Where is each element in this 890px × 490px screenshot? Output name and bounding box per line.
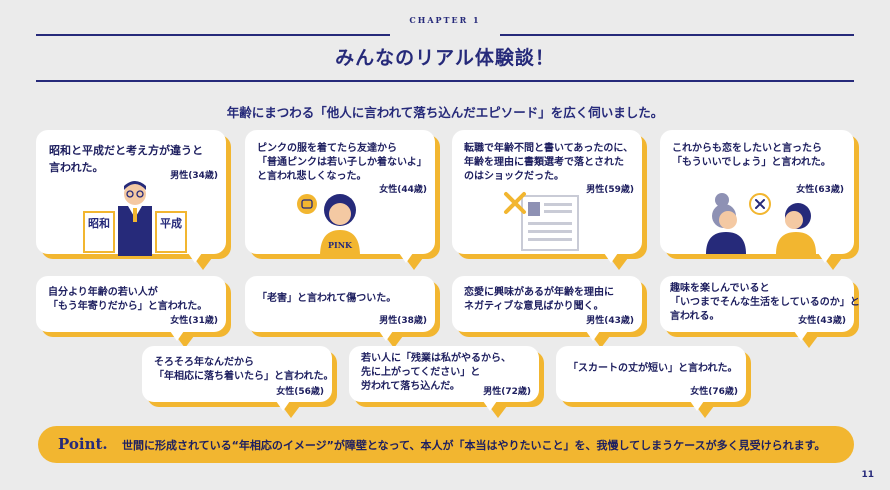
episode-text: と言われ悲しくなった。 xyxy=(257,171,367,182)
chapter-label: CHAPTER 1 xyxy=(409,15,481,25)
episode-author: 女性(56歳) xyxy=(276,387,324,397)
episode-text: 先に上がってください」と xyxy=(361,367,481,378)
episode-card: 趣味を楽しんでいると 「いつまでそんな生活をしているのか」と 言われる。 女性(… xyxy=(660,276,860,348)
sign-left-text: 昭和 xyxy=(88,217,110,230)
episode-author: 女性(44歳) xyxy=(379,185,427,195)
rejected-resume-illustration xyxy=(504,192,579,251)
episode-card: 転職で年齢不問と書いてあったのに、 年齢を理由に書類選考で落とされた のはショッ… xyxy=(452,130,647,270)
episode-text: 言われる。 xyxy=(670,311,720,322)
header-rule-right-top xyxy=(500,34,854,36)
episode-text: これからも恋をしたいと言ったら xyxy=(672,143,822,154)
page-subtitle: 年齢にまつわる「他人に言われて落ち込んだエピソード」を広く伺いました。 xyxy=(226,105,664,120)
episode-text: 転職で年齢不問と書いてあったのに、 xyxy=(464,143,634,154)
episode-card: そろそろ年なんだから 「年相応に落ち着いたら」と言われた。 女性(56歳) xyxy=(142,346,337,418)
sign-right-text: 平成 xyxy=(160,217,182,230)
episode-card: 恋愛に興味があるが年齢を理由に ネガティブな意見ばかり聞く。 男性(43歳) xyxy=(452,276,647,348)
episode-text: 「もういいでしょう」と言われた。 xyxy=(672,157,831,168)
point-banner: Point. 世間に形成されている“年相応のイメージ”が障壁となって、本人が「本… xyxy=(38,426,854,463)
episode-author: 女性(43歳) xyxy=(798,316,846,326)
two-women-illustration xyxy=(706,193,816,254)
episode-text: 「もう年寄りだから」と言われた。 xyxy=(48,301,208,312)
episode-text: 「いつまでそんな生活をしているのか」と xyxy=(670,297,860,308)
episode-author: 男性(34歳) xyxy=(170,171,218,181)
point-label: Point. xyxy=(58,435,108,453)
episode-text: 昭和と平成だと考え方が違うと xyxy=(49,144,203,157)
page-title: みんなのリアル体験談！ xyxy=(335,47,555,69)
episode-text: 「スカートの丈が短い」と言われた。 xyxy=(568,363,738,374)
episode-author: 男性(38歳) xyxy=(379,316,427,326)
episode-card: 昭和と平成だと考え方が違うと 言われた。 男性(34歳) 昭和 平成 xyxy=(36,130,231,270)
episode-text: 趣味を楽しんでいると xyxy=(670,283,770,294)
episode-card: 若い人に「残業は私がやるから、 先に上がってください」と 労われて落ち込んだ。 … xyxy=(349,346,544,418)
episode-text: 恋愛に興味があるが年齢を理由に xyxy=(464,287,614,298)
episode-author: 女性(31歳) xyxy=(170,316,218,326)
episode-text: ネガティブな意見ばかり聞く。 xyxy=(464,301,604,312)
businessman-illustration xyxy=(83,181,187,256)
episode-text: 年齢を理由に書類選考で落とされた xyxy=(464,157,624,168)
episode-text: 自分より年齢の若い人が xyxy=(48,287,158,298)
episode-text: 「老害」と言われて傷ついた。 xyxy=(257,293,397,304)
header-rule-bottom xyxy=(36,80,854,82)
woman-pink-shirt-illustration xyxy=(297,194,360,256)
episode-text: そろそろ年なんだから xyxy=(154,357,254,368)
episode-text: 「普通ピンクは若い子しか着ないよ」 xyxy=(257,157,427,168)
episode-text: 若い人に「残業は私がやるから、 xyxy=(361,353,511,364)
header-rule-left-top xyxy=(36,34,390,36)
episode-author: 男性(43歳) xyxy=(586,316,634,326)
page-number: 11 xyxy=(861,470,874,480)
episode-card: 「老害」と言われて傷ついた。 男性(38歳) xyxy=(245,276,440,348)
episode-text: のはショックだった。 xyxy=(464,171,564,182)
episode-text: 「年相応に落ち着いたら」と言われた。 xyxy=(154,371,334,382)
episode-author: 女性(63歳) xyxy=(796,185,844,195)
shirt-text: PINK xyxy=(327,240,353,250)
episode-text: 労われて落ち込んだ。 xyxy=(361,381,460,392)
episode-author: 女性(76歳) xyxy=(690,387,738,397)
episode-author: 男性(59歳) xyxy=(586,185,634,195)
point-text: 世間に形成されている“年相応のイメージ”が障壁となって、本人が「本当はやりたいこ… xyxy=(122,439,826,452)
episode-text: 言われた。 xyxy=(49,161,104,174)
episode-card: これからも恋をしたいと言ったら 「もういいでしょう」と言われた。 女性(63歳) xyxy=(660,130,859,270)
episode-card: ピンクの服を着てたら友達から 「普通ピンクは若い子しか着ないよ」 と言われ悲しく… xyxy=(245,130,440,270)
episode-author: 男性(72歳) xyxy=(483,387,531,397)
episode-card: 自分より年齢の若い人が 「もう年寄りだから」と言われた。 女性(31歳) xyxy=(36,276,231,348)
episode-text: ピンクの服を着てたら友達から xyxy=(257,143,397,154)
episode-card: 「スカートの丈が短い」と言われた。 女性(76歳) xyxy=(556,346,751,418)
